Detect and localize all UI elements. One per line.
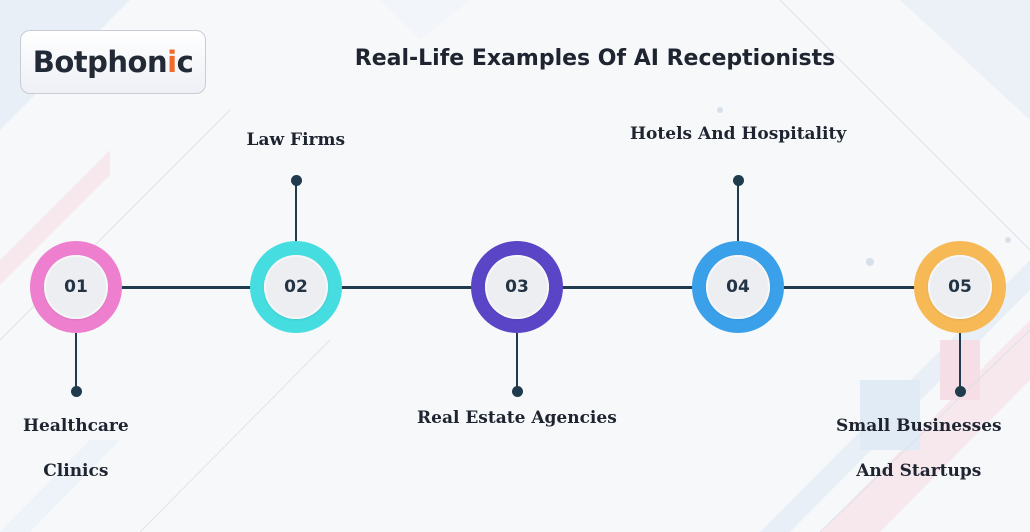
step-label: Law Firms xyxy=(247,130,346,150)
step-label-line: Healthcare xyxy=(23,416,129,436)
step-node-04: 04 xyxy=(692,241,784,333)
step-connector-dot xyxy=(290,175,302,186)
step-number: 03 xyxy=(485,255,549,319)
step-number: 02 xyxy=(264,255,328,319)
step-node-05: 05 xyxy=(914,241,1006,333)
step-label-line: And Startups xyxy=(856,461,982,481)
step-connector xyxy=(959,333,961,392)
step-number: 04 xyxy=(706,255,770,319)
step-label-line: Small Businesses xyxy=(836,416,1002,436)
step-connector-dot xyxy=(511,386,523,397)
brand-logo-text: Botphonic xyxy=(32,45,194,79)
step-connector xyxy=(516,333,518,392)
step-connector xyxy=(737,181,739,241)
brand-logo: Botphonic xyxy=(20,30,206,94)
step-number: 05 xyxy=(928,255,992,319)
step-label: Hotels And Hospitality xyxy=(630,124,846,144)
step-label-line: Clinics xyxy=(43,461,109,481)
step-number: 01 xyxy=(44,255,108,319)
step-node-01: 01 xyxy=(30,241,122,333)
step-label-line: Real Estate Agencies xyxy=(417,408,617,428)
step-label-line: Law Firms xyxy=(246,130,346,150)
page-title: Real-Life Examples Of AI Receptionists xyxy=(354,46,836,71)
step-label-line: Hotels And Hospitality xyxy=(630,124,847,144)
step-label: Real Estate Agencies xyxy=(417,408,617,428)
step-connector xyxy=(75,333,77,392)
step-node-03: 03 xyxy=(471,241,563,333)
step-connector-dot xyxy=(70,386,82,397)
step-node-02: 02 xyxy=(250,241,342,333)
step-connector-dot xyxy=(954,386,966,397)
step-connector xyxy=(295,181,297,241)
step-connector-dot xyxy=(732,175,744,186)
